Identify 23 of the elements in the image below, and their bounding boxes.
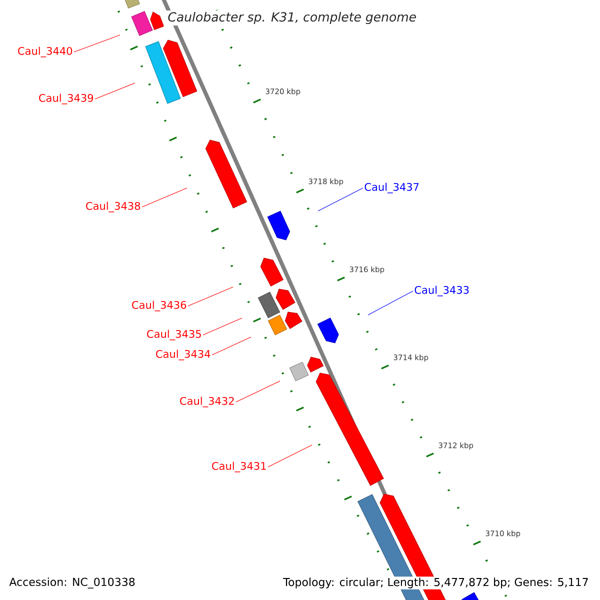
- gene-label: Caul_3436: [132, 300, 186, 312]
- leader-line: [268, 444, 312, 468]
- leader-line: [94, 82, 136, 100]
- gene-label: Caul_3435: [147, 330, 201, 340]
- gene-label: Caul_3431: [212, 462, 266, 472]
- leader-line: [188, 286, 234, 306]
- leader-line: [74, 34, 120, 52]
- leader-line: [368, 290, 414, 316]
- gene-label: Caul_3432: [180, 396, 234, 408]
- gene-label: Caul_3434: [156, 350, 210, 360]
- leader-line: [318, 188, 364, 212]
- leader-line: [212, 336, 252, 356]
- gene-label: Caul_3437: [364, 182, 419, 194]
- leader-line: [202, 318, 242, 336]
- leader-line: [142, 188, 188, 208]
- gene-label: Caul_3439: [39, 94, 94, 104]
- accession-text: Accession: NC_010338: [8, 576, 136, 590]
- gene-label: Caul_3438: [86, 202, 140, 212]
- map-title: Caulobacter sp. K31, complete genome: [166, 10, 418, 26]
- genome-stats-text: Topology: circular; Length: 5,477,872 bp; Genes: 5,117: [282, 576, 590, 590]
- gene-label: Caul_3440: [18, 46, 72, 58]
- leader-line: [236, 380, 280, 402]
- gene-label: Caul_3433: [414, 286, 469, 296]
